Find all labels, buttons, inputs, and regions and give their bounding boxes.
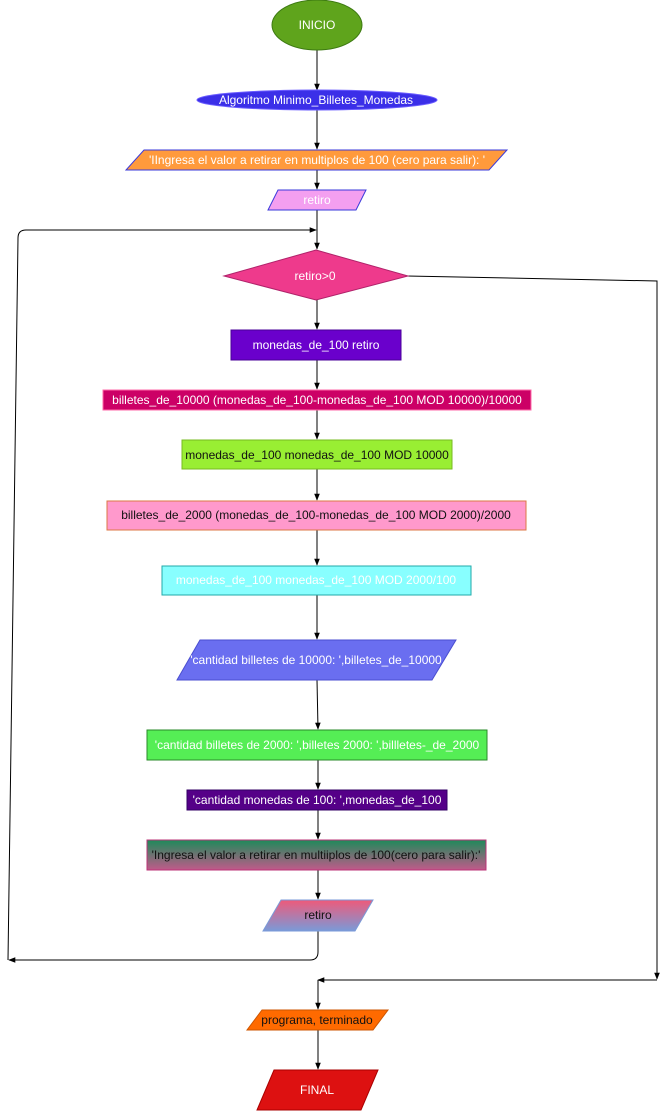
final-node[interactable]: FINAL bbox=[256, 1069, 379, 1111]
start-node[interactable]: INICIO bbox=[271, 0, 363, 51]
process-step-5[interactable]: monedas_de_100 monedas_de_100 MOD 2000/1… bbox=[161, 565, 472, 596]
connector-read2-loop bbox=[8, 931, 319, 963]
end-message-label: programa, terminado bbox=[261, 1013, 373, 1027]
read-retiro-node[interactable]: retiro bbox=[267, 189, 367, 211]
process-step-1[interactable]: monedas_de_100 retiro bbox=[230, 329, 402, 361]
process-step-2-label: billetes_de_10000 (monedas_de_100-moneda… bbox=[112, 393, 522, 407]
output-billetes-10000-label: 'cantidad billetes de 10000: ',billetes_… bbox=[190, 653, 442, 667]
connectors bbox=[7, 50, 660, 1070]
algorithm-title-label: Algoritmo Minimo_Billetes_Monedas bbox=[219, 93, 413, 107]
final-label: FINAL bbox=[300, 1083, 334, 1097]
decision-node[interactable]: retiro>0 bbox=[222, 249, 410, 301]
output-billetes-2000-node[interactable]: 'cantidad billetes de 2000: ',billetes 2… bbox=[146, 729, 488, 761]
output-billetes-2000-label: 'cantidad billetes de 2000: ',billetes 2… bbox=[155, 738, 480, 752]
output-monedas-100-node[interactable]: 'cantidad monedas de 100: ',monedas_de_1… bbox=[186, 789, 448, 811]
decision-label: retiro>0 bbox=[294, 269, 335, 283]
process-step-5-label: monedas_de_100 monedas_de_100 MOD 2000/1… bbox=[176, 573, 457, 587]
end-message-node[interactable]: programa, terminado bbox=[246, 1009, 389, 1031]
prompt-input-label: 'IIngresa el valor a retirar en multiplo… bbox=[149, 153, 485, 167]
process-step-4-label: billetes_de_2000 (monedas_de_100-monedas… bbox=[121, 508, 511, 522]
process-step-3[interactable]: monedas_de_100 monedas_de_100 MOD 10000 bbox=[181, 439, 453, 470]
start-label: INICIO bbox=[299, 18, 336, 32]
algorithm-title-node[interactable]: Algoritmo Minimo_Billetes_Monedas bbox=[196, 89, 438, 111]
prompt-input-node[interactable]: 'IIngresa el valor a retirar en multiplo… bbox=[124, 149, 509, 171]
connector-loop-back bbox=[7, 227, 317, 961]
process-step-1-label: monedas_de_100 retiro bbox=[253, 338, 380, 352]
process-step-4[interactable]: billetes_de_2000 (monedas_de_100-monedas… bbox=[106, 500, 527, 531]
read-retiro-repeat-label: retiro bbox=[304, 908, 332, 922]
read-retiro-repeat-node[interactable]: retiro bbox=[262, 899, 374, 932]
prompt-input-repeat-node[interactable]: 'Ingresa el valor a retirar en multiiplo… bbox=[146, 839, 487, 871]
output-monedas-100-label: 'cantidad monedas de 100: ',monedas_de_1… bbox=[193, 793, 442, 807]
connector-out1-out2 bbox=[315, 679, 321, 730]
process-step-3-label: monedas_de_100 monedas_de_100 MOD 10000 bbox=[185, 448, 449, 462]
output-billetes-10000-node[interactable]: 'cantidad billetes de 10000: ',billetes_… bbox=[176, 639, 457, 681]
prompt-input-repeat-label: 'Ingresa el valor a retirar en multiiplo… bbox=[152, 848, 481, 862]
process-step-2[interactable]: billetes_de_10000 (monedas_de_100-moneda… bbox=[102, 389, 532, 411]
connector-decision-exit bbox=[406, 275, 660, 980]
read-retiro-label: retiro bbox=[303, 193, 331, 207]
